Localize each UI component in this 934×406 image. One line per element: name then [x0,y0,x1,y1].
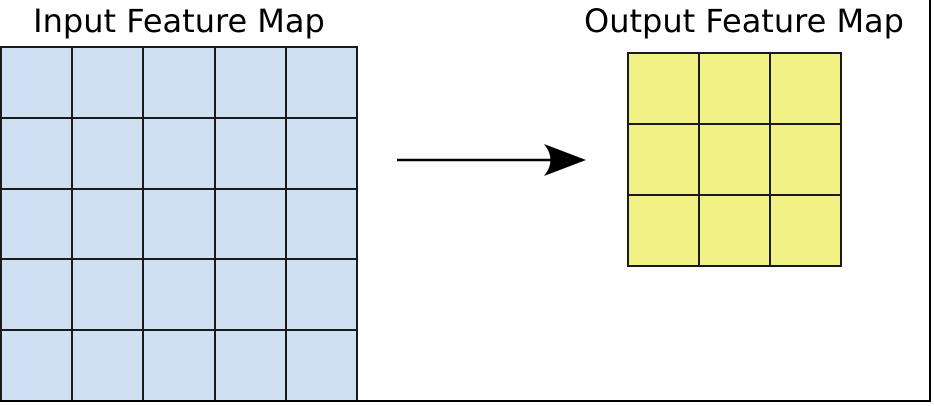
frame-border-bottom [0,400,931,402]
grid-cell [73,331,143,400]
grid-cell [215,189,285,259]
input-feature-map-title: Input Feature Map [33,2,325,40]
grid-cell [286,118,356,188]
grid-cell [73,48,143,117]
grid-cell [215,331,285,400]
grid-cell [144,260,214,330]
grid-cell [771,54,840,123]
frame-border-right [929,0,931,402]
grid-cell [286,331,356,400]
output-feature-map-title: Output Feature Map [584,2,904,40]
grid-cell [2,260,72,330]
grid-cell [144,48,214,117]
grid-cell [629,196,698,265]
grid-cell [286,48,356,117]
grid-cell [144,118,214,188]
grid-cell [629,54,698,123]
grid-cell [700,196,769,265]
output-feature-map-grid [627,52,842,267]
grid-cell [2,48,72,117]
grid-cell [215,48,285,117]
grid-cell [286,260,356,330]
grid-cell [73,118,143,188]
grid-cell [2,331,72,400]
grid-cell [215,118,285,188]
grid-cell [771,196,840,265]
grid-cell [771,125,840,194]
grid-cell [73,260,143,330]
grid-cell [700,54,769,123]
grid-cell [629,125,698,194]
grid-cell [215,260,285,330]
right-arrow-icon [392,140,592,180]
input-feature-map-grid [0,46,358,402]
grid-cell [286,189,356,259]
grid-cell [2,189,72,259]
grid-cell [144,189,214,259]
grid-cell [700,125,769,194]
grid-cell [144,331,214,400]
grid-cell [73,189,143,259]
grid-cell [2,118,72,188]
